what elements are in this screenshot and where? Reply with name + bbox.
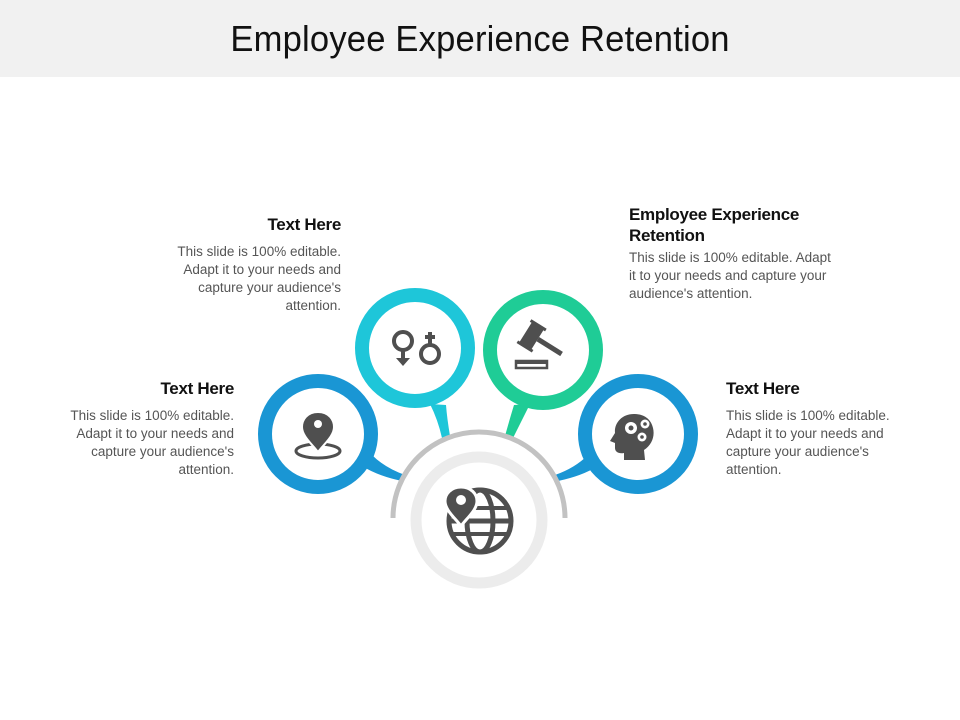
block-title: Text Here [160,379,234,398]
globe-pin-icon [443,485,514,555]
node-top-left [355,288,475,408]
block-body: This slide is 100% editable. Adapt it to… [629,250,831,301]
gender-symbols-icon [392,330,441,366]
text-block-middle-right: Text Here This slide is 100% editable. A… [726,378,926,479]
head-gears-icon [610,414,654,460]
block-body: This slide is 100% editable. Adapt it to… [726,408,890,477]
block-body: This slide is 100% editable. Adapt it to… [177,244,341,313]
text-block-top-right: Employee Experience Retention This slide… [629,204,834,303]
location-pin-icon [294,410,342,460]
text-block-top-left: Text Here This slide is 100% editable. A… [141,214,341,315]
slide-title: Employee Experience Retention [230,17,730,59]
text-block-middle-left: Text Here This slide is 100% editable. A… [34,378,234,479]
block-title: Employee Experience Retention [629,205,800,245]
block-title: Text Here [726,379,800,398]
block-body: This slide is 100% editable. Adapt it to… [70,408,234,477]
gavel-icon [514,319,563,370]
hub-arc [390,429,568,519]
node-top-right [483,290,603,410]
block-title: Text Here [267,215,341,234]
slide-header: Employee Experience Retention [0,0,960,77]
